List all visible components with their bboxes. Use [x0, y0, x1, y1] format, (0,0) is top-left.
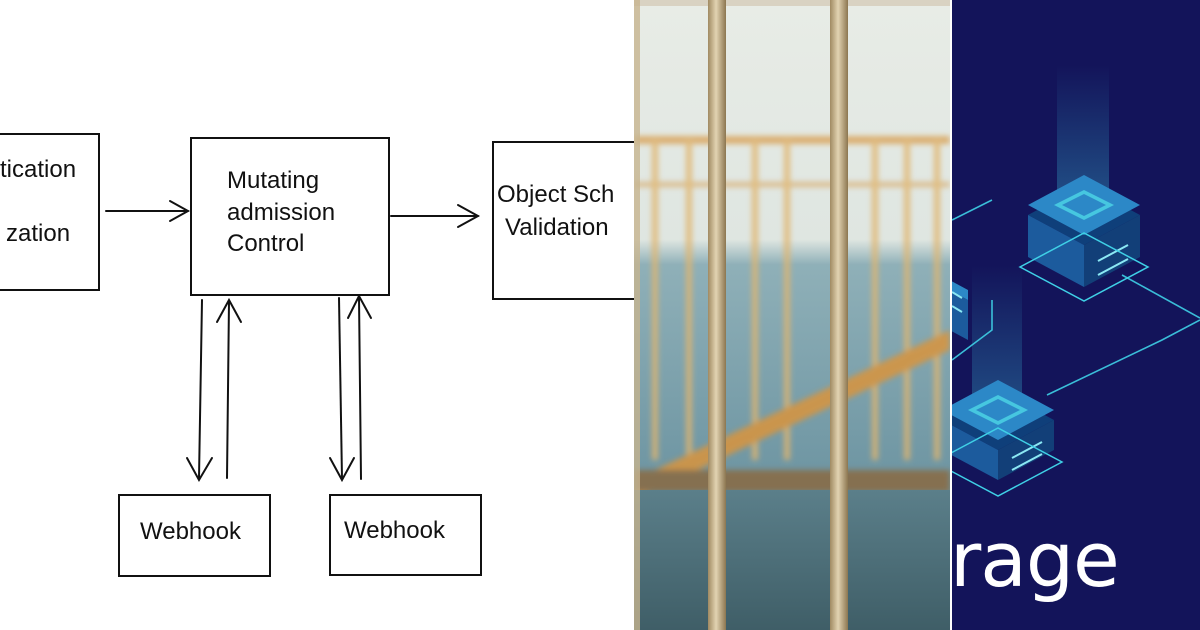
brand-text: rage — [952, 515, 1120, 604]
railing-photo-icon — [634, 0, 950, 630]
panel-divider — [950, 0, 952, 630]
left-box-line-1: tication — [0, 156, 77, 183]
webhook-label-2: Webhook — [344, 517, 445, 544]
center-box-line-2: admission — [227, 199, 336, 226]
center-box-line-1: Mutating — [227, 167, 320, 194]
center-box-line-3: Control — [227, 230, 305, 257]
diagram-lines — [105, 200, 481, 483]
mutating-admission-box — [190, 137, 390, 296]
server-stack-illustration — [952, 0, 1200, 630]
webhook-box-1 — [118, 494, 271, 577]
arrow-left-to-center-head — [169, 200, 191, 222]
arrow-down-webhook-1-head — [186, 457, 213, 483]
arrow-down-webhook-2-head — [329, 457, 355, 483]
right-box-line-1: Object Sch — [497, 181, 615, 208]
arrow-up-webhook-1 — [226, 300, 230, 479]
left-box-line-2: zation — [6, 220, 71, 247]
authorization-box — [0, 133, 100, 291]
arrow-up-webhook-2 — [358, 296, 362, 480]
storage-illustration-panel: rage — [952, 0, 1200, 630]
right-box-line-2: Validation — [505, 214, 609, 241]
arrow-down-webhook-1 — [198, 299, 203, 479]
object-schema-box — [492, 141, 634, 300]
diagram-panel: tication zation Mutating admission Contr… — [0, 133, 634, 577]
webhook-label-1: Webhook — [140, 518, 241, 545]
arrow-up-webhook-1-head — [216, 297, 242, 323]
webhook-box-2 — [329, 494, 482, 576]
railing-photo-illustration — [634, 0, 950, 630]
arrow-down-webhook-2 — [338, 297, 343, 480]
arrow-center-to-right-head — [457, 204, 481, 228]
arrow-up-webhook-2-head — [347, 293, 372, 319]
